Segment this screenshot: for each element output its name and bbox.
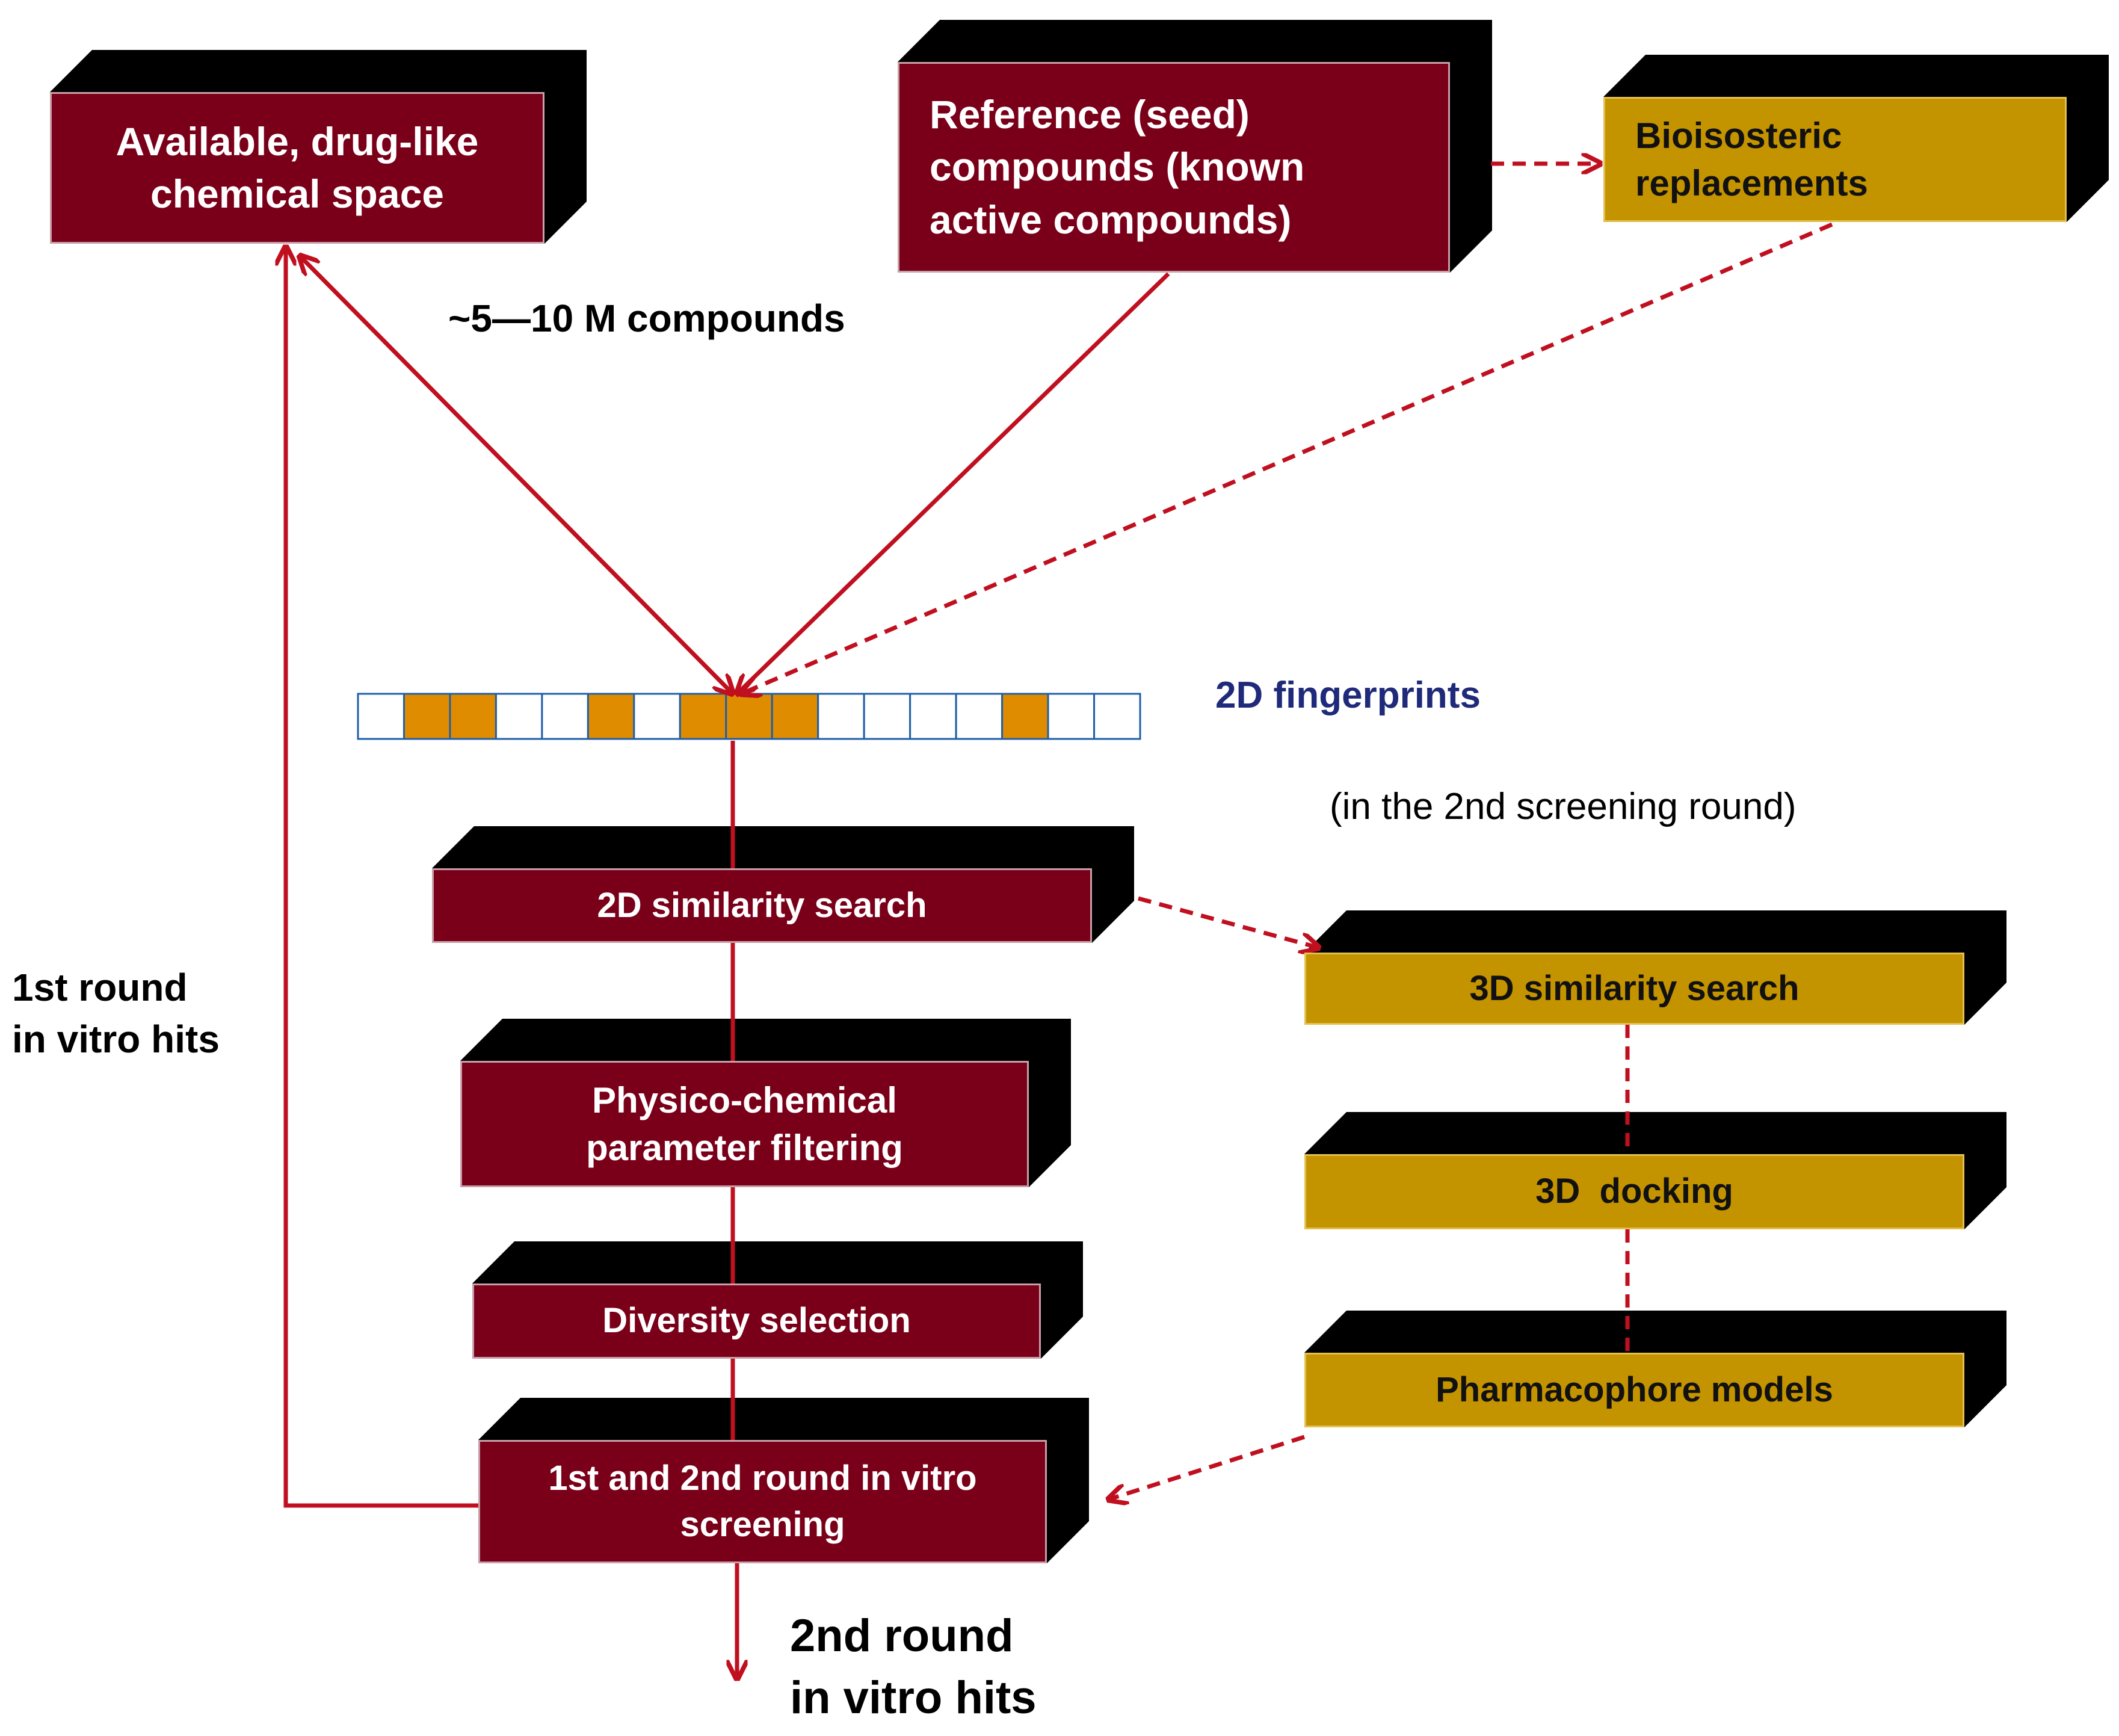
fingerprint-bit-off [1093,693,1141,740]
reference-compounds-box: Reference (seed) compounds (known active… [898,62,1450,273]
fingerprint-bit-off [863,693,911,740]
fingerprint-bit-off [1047,693,1096,740]
bioisosteric-line-2: replacements [1635,163,1868,203]
fingerprint-bit-on [725,693,773,740]
arrow-fingerprint-to-chemspace [300,256,735,696]
docking-label: 3D docking [1535,1172,1733,1211]
fingerprint-bit-on [449,693,497,740]
fingerprint-bit-off [909,693,957,740]
fingerprint-bit-on [679,693,727,740]
similarity-2d-label: 2D similarity search [597,885,927,925]
fingerprint-bit-on [403,693,451,740]
diversity-selection-box: Diversity selection [472,1283,1041,1359]
fingerprint-bit-off [541,693,589,740]
second-round-hits-line-1: 2nd round [790,1610,1014,1661]
fingerprints-label: 2D fingerprints [1215,675,1481,716]
reference-line-2: compounds (known [930,144,1305,190]
arrow-pharmacophore-to-screening [1108,1435,1306,1500]
physchem-filter-box: Physico-chemical parameter filtering [460,1061,1029,1187]
arrow-2d-to-3d [1138,896,1319,948]
first-round-hits-line-2: in vitro hits [12,1018,220,1061]
fingerprint-bit-off [817,693,865,740]
pharmacophore-label: Pharmacophore models [1436,1370,1833,1409]
compounds-count-label: ~5—10 M compounds [448,297,845,340]
bioisosteric-line-1: Bioisosteric [1635,115,1842,156]
second-round-note: (in the 2nd screening round) [1330,786,1797,827]
bioisosteric-box: Bioisosteric replacements [1603,97,2067,222]
similarity-3d-label: 3D similarity search [1469,968,1800,1008]
chemical-space-line-2: chemical space [150,171,444,216]
chemical-space-box: Available, drug-like chemical space [50,92,544,244]
chemical-space-line-1: Available, drug-like [116,119,479,164]
second-round-hits-line-2: in vitro hits [790,1672,1037,1723]
physchem-line-1: Physico-chemical [592,1080,897,1120]
similarity-2d-box: 2D similarity search [432,868,1092,943]
reference-line-3: active compounds) [930,197,1292,242]
docking-box: 3D docking [1304,1154,1964,1229]
fingerprint-strip [357,693,1141,740]
fingerprint-bit-off [955,693,1004,740]
fingerprint-bit-off [633,693,681,740]
fingerprint-bit-off [495,693,543,740]
arrow-reference-to-fingerprint [737,272,1170,694]
fingerprint-bit-on [771,693,819,740]
arrow-screening-to-chemspace [286,247,478,1508]
reference-line-1: Reference (seed) [930,92,1250,137]
solid-connectors [286,247,1170,1679]
screening-line-1: 1st and 2nd round in vitro [548,1458,977,1498]
dashed-connectors [741,164,1833,1500]
first-round-hits-label: 1st round in vitro hits [12,962,220,1066]
screening-line-2: screening [680,1504,845,1544]
fingerprint-bit-on [587,693,635,740]
physchem-line-2: parameter filtering [586,1128,903,1168]
similarity-3d-box: 3D similarity search [1304,953,1964,1025]
fingerprint-bit-off [357,693,405,740]
pharmacophore-box: Pharmacophore models [1304,1353,1964,1427]
fingerprint-bit-on [1001,693,1049,740]
screening-box: 1st and 2nd round in vitro screening [478,1440,1047,1563]
diversity-label: Diversity selection [602,1301,911,1341]
second-round-hits-label: 2nd round in vitro hits [790,1605,1037,1729]
first-round-hits-line-1: 1st round [12,966,188,1009]
arrow-bioisosteric-to-fingerprint [741,222,1833,694]
